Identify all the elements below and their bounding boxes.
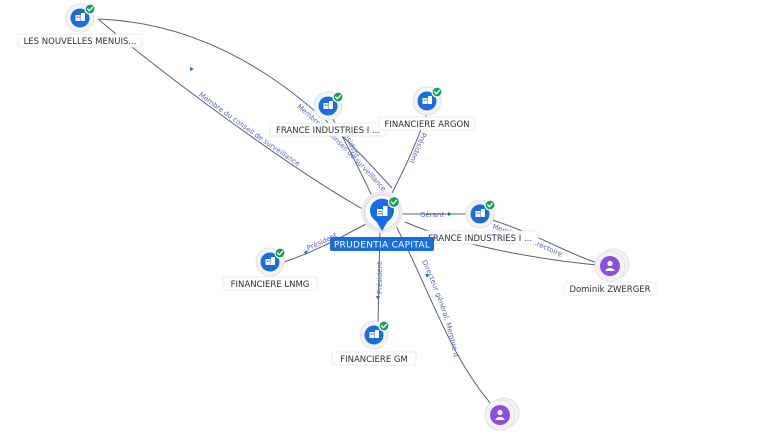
check-icon (378, 320, 390, 332)
center-label: PRUDENTIA CAPITAL (334, 241, 430, 251)
edge-financiere-gm[interactable]: Président (376, 227, 384, 327)
edge-label: Membre du conseil de surveillance (295, 103, 387, 193)
check-icon (274, 247, 286, 259)
node-les-nouvelles[interactable]: LES NOUVELLES MENUIS... (17, 3, 143, 48)
node-label: FRANCE INDUSTRIES I ... (428, 234, 532, 244)
node-prudentia-capital[interactable]: PRUDENTIA CAPITAL (330, 191, 434, 251)
edge-label: Gérant (420, 211, 444, 219)
check-icon (431, 86, 443, 98)
node-dominik-zwerger[interactable]: Dominik ZWERGER (563, 248, 657, 296)
node-france-industries-1[interactable]: FRANCE INDUSTRIES I ... (269, 91, 387, 137)
node-financiere-gm[interactable]: FINANCIERE GM (331, 320, 417, 366)
svg-text:Président: Président (407, 131, 427, 165)
node-financiere-argon[interactable]: FINANCIERE ARGON (378, 86, 476, 131)
check-icon (484, 199, 496, 211)
node-label: FINANCIERE ARGON (384, 120, 469, 130)
building-icon (75, 13, 85, 21)
edge-label: Président (407, 131, 427, 165)
building-icon (323, 101, 333, 109)
person-icon (605, 260, 615, 271)
node-label: Dominik ZWERGER (569, 285, 650, 295)
node-person-bottom[interactable] (484, 397, 520, 431)
building-icon (475, 209, 485, 217)
edge-person-bottom[interactable]: Directeur général, Membre du directoire (0, 0, 499, 413)
node-france-industries-2[interactable]: FRANCE INDUSTRIES I ... (421, 199, 539, 245)
edge-label: Président (376, 261, 384, 294)
check-icon (84, 3, 96, 15)
node-label: FINANCIERE LNMG (231, 280, 310, 290)
person-icon (495, 409, 505, 420)
edge-france-industries-1-surveillance[interactable]: Membre du conseil de surveillance (98, 18, 393, 193)
svg-text:Membre du conseil de surveilla: Membre du conseil de surveillance (295, 103, 387, 193)
building-icon (422, 96, 432, 104)
check-icon (332, 91, 344, 103)
building-icon (265, 257, 275, 265)
node-label: FRANCE INDUSTRIES I ... (276, 126, 380, 136)
edge-france-industries-2[interactable]: Gérant (397, 211, 475, 219)
building-icon (369, 330, 379, 338)
building-pin-icon (377, 206, 388, 216)
node-label: LES NOUVELLES MENUIS... (24, 37, 137, 47)
node-label: FINANCIERE GM (340, 355, 408, 365)
check-icon (387, 195, 401, 209)
node-financiere-lnmg[interactable]: FINANCIERE LNMG (222, 247, 318, 291)
